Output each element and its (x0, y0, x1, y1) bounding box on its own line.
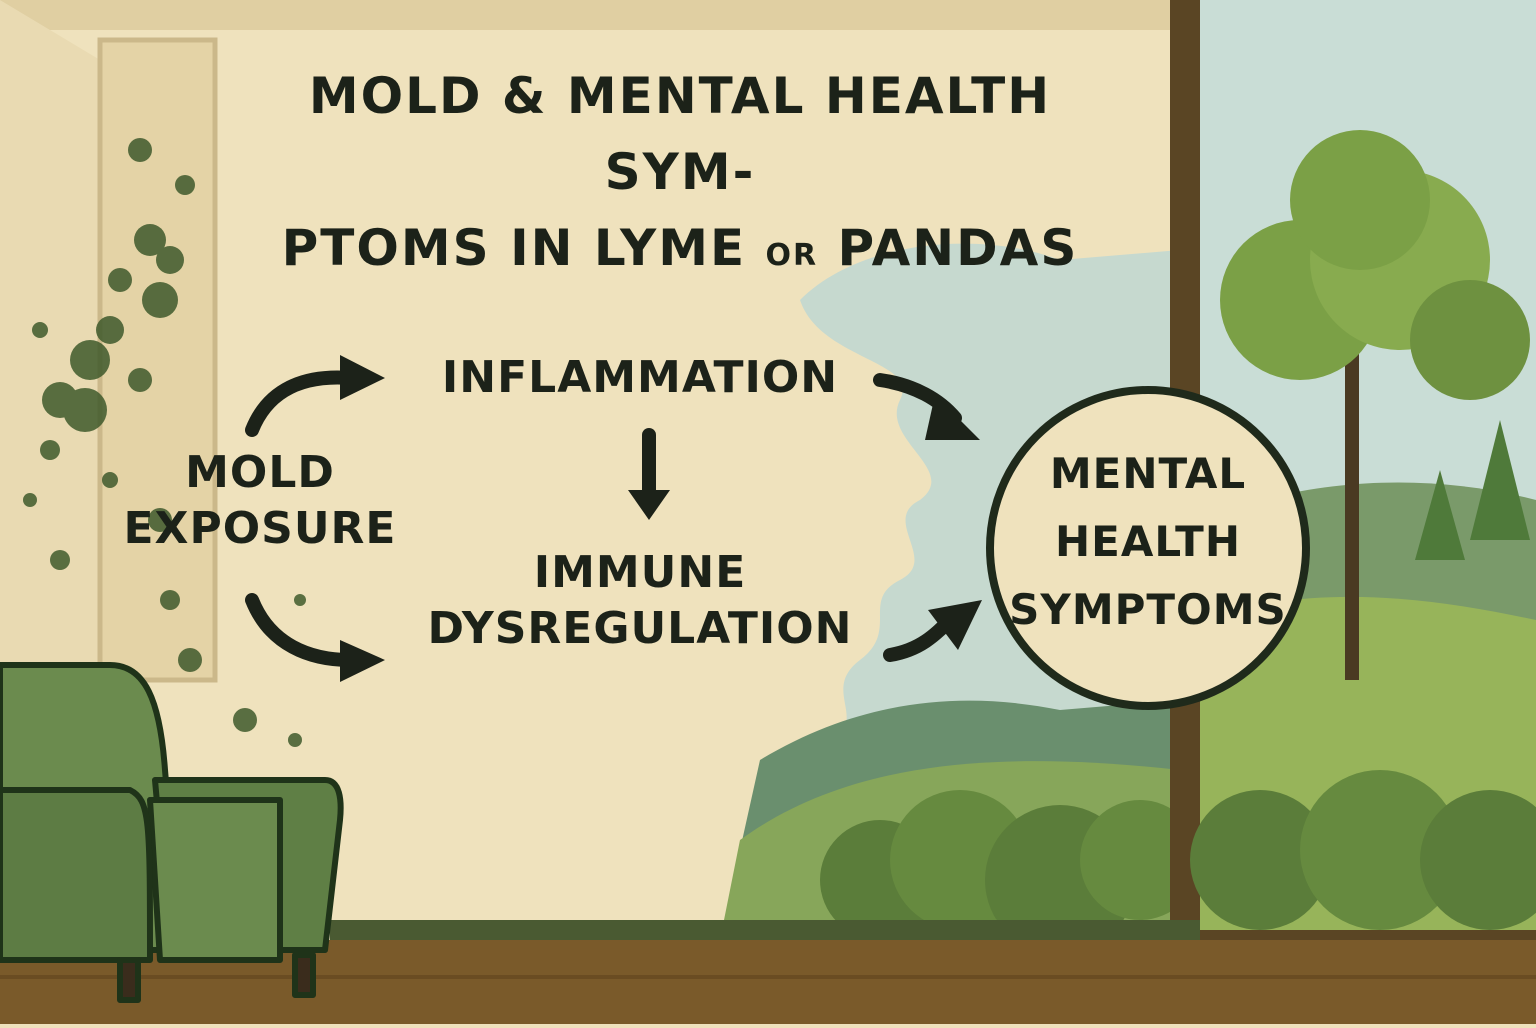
node-mold-exposure: MOLD EXPOSURE (123, 447, 397, 554)
diagram-title: MOLD & MENTAL HEALTH SYM- PTOMS IN LYME … (240, 58, 1120, 294)
node-immune-dysregulation: IMMUNE DYSREGULATION (427, 547, 853, 654)
title-or: OR (765, 238, 819, 273)
title-line-2: PTOMS IN LYME OR PANDAS (281, 219, 1079, 277)
node-mental-health-symptoms: MENTAL HEALTH SYMPTOMS (1009, 449, 1287, 634)
title-line-1: MOLD & MENTAL HEALTH SYM- (308, 67, 1052, 201)
node-inflammation: INFLAMMATION (441, 352, 839, 403)
